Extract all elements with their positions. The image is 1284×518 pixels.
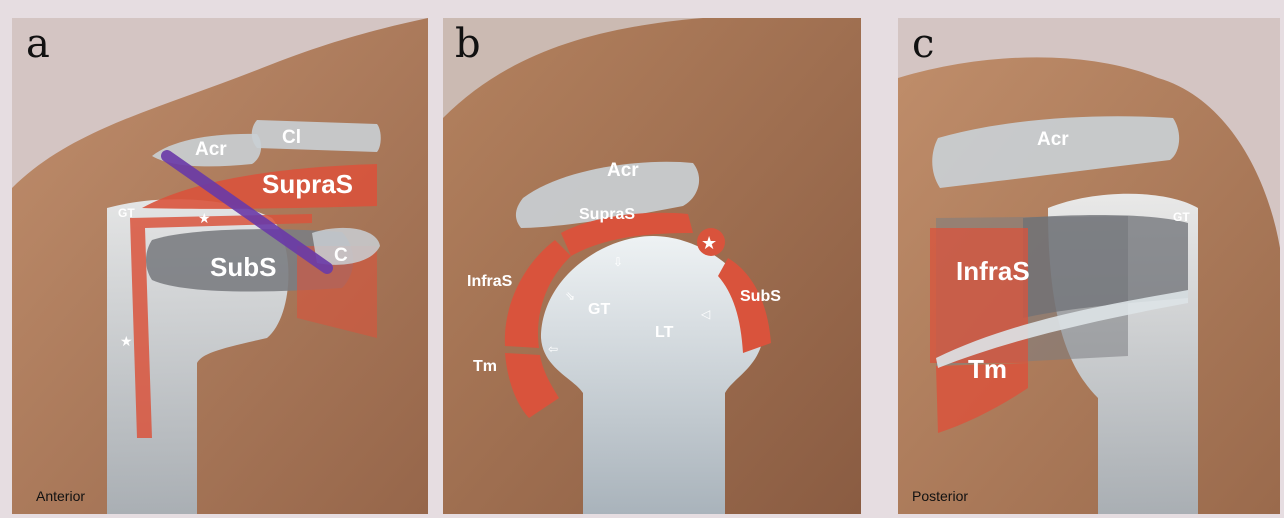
label-c: C bbox=[334, 246, 348, 265]
label-infras: InfraS bbox=[467, 274, 512, 290]
label-supras: SupraS bbox=[579, 207, 635, 223]
star-marker-icon: ★ bbox=[198, 211, 211, 227]
panel-letter: a bbox=[26, 24, 50, 64]
star-marker-icon: ★ bbox=[701, 233, 717, 254]
panel-b-lateral: ★ ⇩ ⇘ ⇦ ◁ b Acr SupraS InfraS GT LT SubS… bbox=[443, 18, 861, 514]
label-infras: InfraS bbox=[956, 258, 1030, 284]
star-marker-icon: ★ bbox=[120, 334, 133, 350]
panel-letter: b bbox=[455, 24, 481, 64]
arrow-icon: ⇦ bbox=[548, 342, 558, 356]
label-cl: Cl bbox=[282, 128, 301, 147]
panel-letter: c bbox=[912, 24, 934, 64]
arrow-icon: ◁ bbox=[700, 307, 710, 321]
label-tm: Tm bbox=[968, 356, 1007, 382]
panel-a-anterior: ★ ★ a Acr Cl SupraS GT SubS C Anterior bbox=[12, 18, 428, 514]
label-acr: Acr bbox=[1037, 130, 1069, 149]
label-tm: Tm bbox=[473, 359, 497, 375]
label-gt: GT bbox=[118, 207, 135, 219]
label-subs: SubS bbox=[210, 254, 276, 280]
label-acr: Acr bbox=[195, 140, 227, 159]
label-acr: Acr bbox=[607, 161, 639, 180]
panel-c-posterior: c Acr GT InfraS Tm Posterior bbox=[898, 18, 1280, 514]
label-gt: GT bbox=[1173, 211, 1190, 223]
shoulder-lateral-illustration: ★ ⇩ ⇘ ⇦ ◁ bbox=[443, 18, 861, 514]
label-gt: GT bbox=[588, 302, 610, 318]
label-lt: LT bbox=[655, 325, 673, 341]
arrow-icon: ⇩ bbox=[613, 255, 623, 269]
view-caption: Posterior bbox=[912, 488, 968, 504]
clavicle-bone bbox=[252, 120, 381, 152]
view-caption: Anterior bbox=[36, 488, 85, 504]
label-supras: SupraS bbox=[262, 171, 353, 197]
arrow-icon: ⇘ bbox=[565, 289, 575, 303]
label-subs: SubS bbox=[740, 289, 781, 305]
